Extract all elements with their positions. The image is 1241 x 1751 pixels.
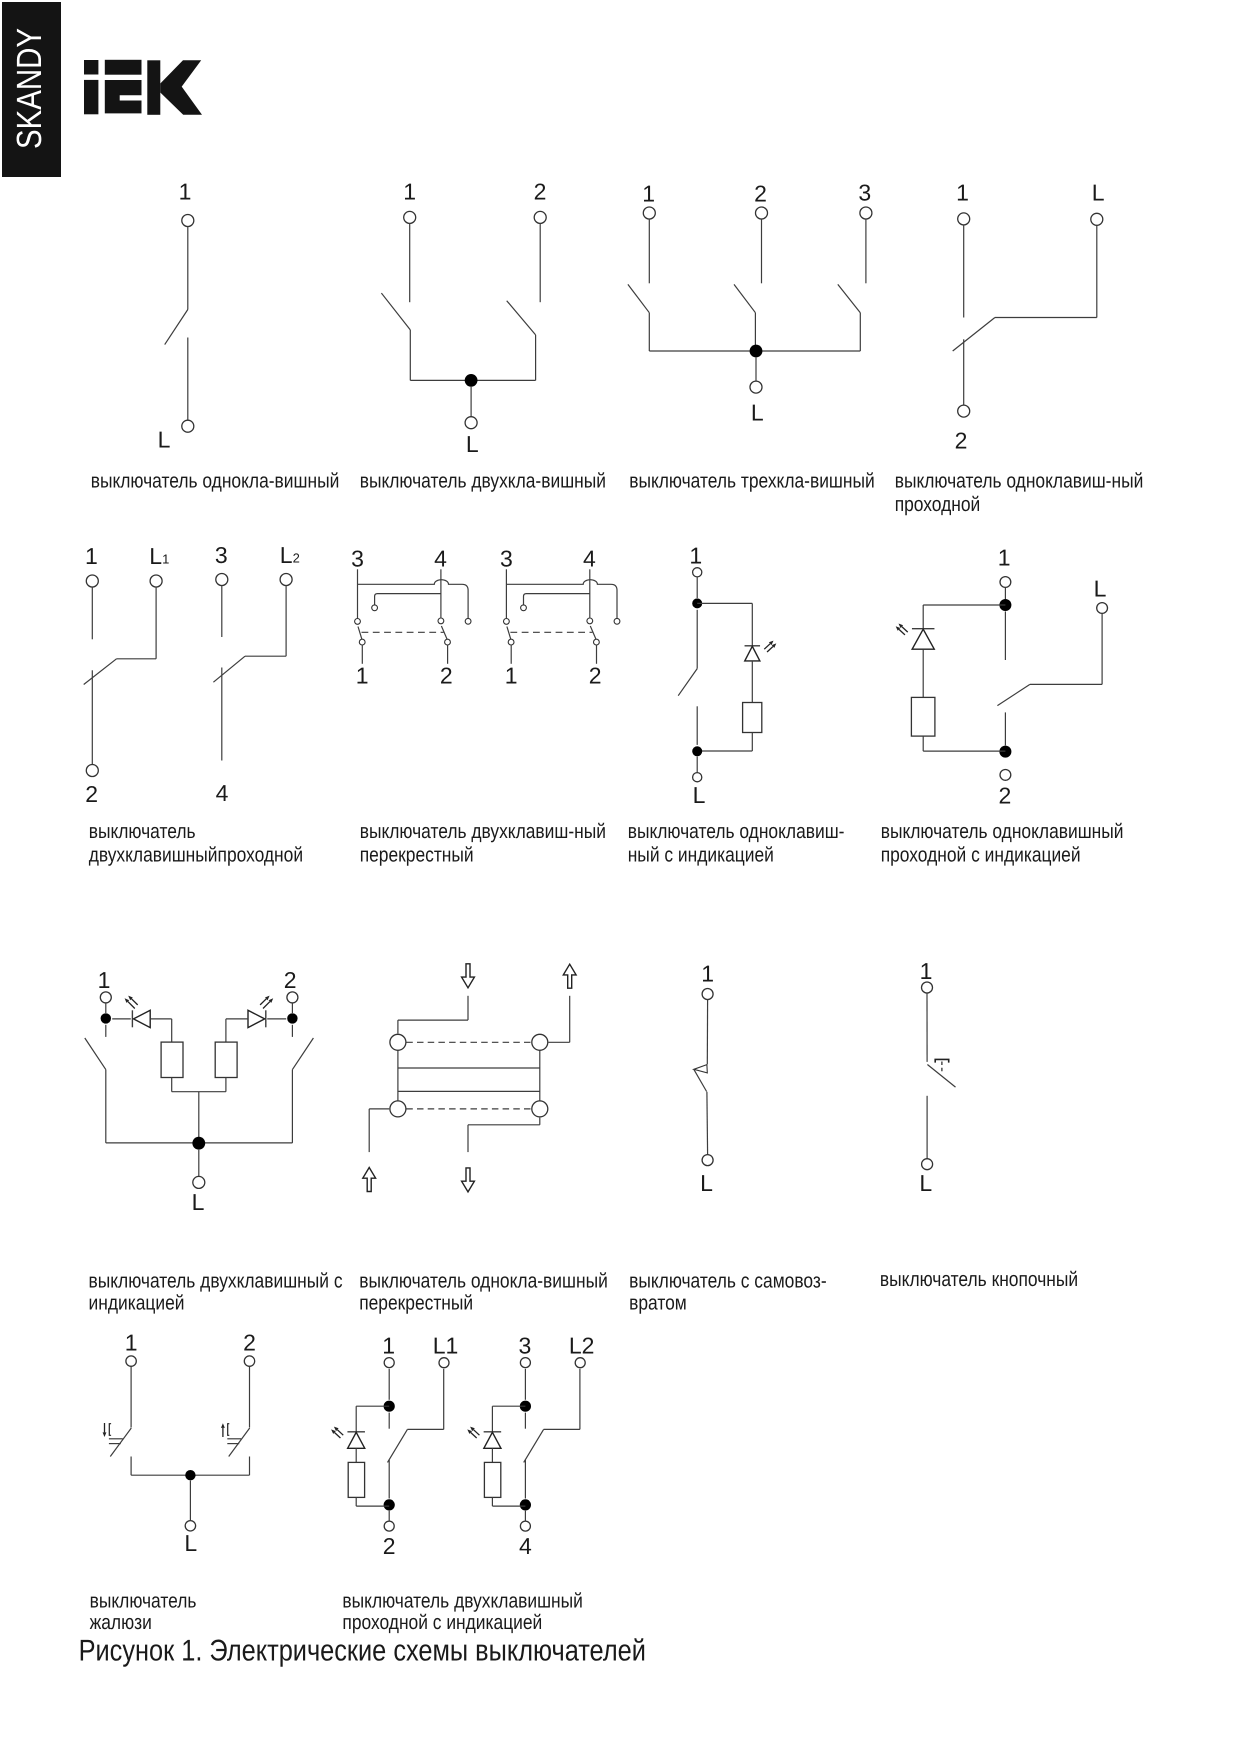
svg-text:1: 1 [382, 1333, 395, 1359]
svg-text:проходной с индикацией: проходной с индикацией [342, 1611, 542, 1634]
svg-text:1: 1 [642, 181, 655, 207]
svg-text:индикацией: индикацией [89, 1292, 185, 1315]
svg-text:проходной: проходной [895, 493, 981, 516]
svg-text:выключатель однокла-вишный: выключатель однокла-вишный [359, 1270, 608, 1293]
svg-text:1: 1 [920, 958, 933, 984]
svg-text:3: 3 [215, 542, 228, 568]
svg-text:3: 3 [519, 1333, 532, 1359]
svg-text:2: 2 [754, 181, 767, 207]
svg-text:выключатель однокла-вишный: выключатель однокла-вишный [91, 469, 340, 492]
svg-text:выключатель: выключатель [90, 1590, 197, 1613]
svg-text:L2: L2 [280, 542, 300, 568]
svg-text:L1: L1 [433, 1333, 459, 1359]
svg-text:2: 2 [999, 782, 1012, 808]
svg-text:4: 4 [583, 545, 596, 571]
svg-text:3: 3 [351, 545, 364, 571]
svg-text:перекрестный: перекрестный [359, 1292, 473, 1315]
svg-text:выключатель: выключатель [89, 820, 196, 843]
svg-text:1: 1 [125, 1330, 138, 1356]
svg-text:L: L [919, 1170, 932, 1196]
svg-text:3: 3 [858, 180, 871, 206]
svg-text:L: L [184, 1530, 197, 1556]
svg-text:L: L [1092, 179, 1105, 205]
svg-text:4: 4 [434, 545, 447, 571]
svg-text:4: 4 [216, 780, 229, 806]
svg-text:1: 1 [956, 179, 969, 205]
svg-text:выключатель одноклавиш-ный: выключатель одноклавиш-ный [895, 469, 1144, 492]
svg-text:выключатель одноклавишный: выключатель одноклавишный [881, 820, 1124, 843]
svg-text:1: 1 [689, 543, 702, 569]
svg-text:Рисунок 1. Электрические схемы: Рисунок 1. Электрические схемы выключате… [79, 1635, 646, 1668]
svg-text:3: 3 [500, 545, 513, 571]
svg-text:2: 2 [955, 428, 968, 454]
svg-text:1: 1 [998, 545, 1011, 571]
svg-text:выключатель кнопочный: выключатель кнопочный [880, 1268, 1078, 1291]
svg-text:L: L [693, 782, 706, 808]
svg-text:выключатель одноклавиш-: выключатель одноклавиш- [628, 820, 845, 843]
svg-text:4: 4 [519, 1533, 532, 1559]
svg-text:2: 2 [85, 781, 98, 807]
svg-text:перекрестный: перекрестный [360, 844, 474, 867]
svg-text:L: L [700, 1170, 713, 1196]
svg-text:L: L [192, 1189, 205, 1215]
svg-text:1: 1 [403, 179, 416, 205]
svg-text:2: 2 [243, 1330, 256, 1356]
svg-text:выключатель трехкла-вишный: выключатель трехкла-вишный [629, 469, 875, 492]
svg-text:проходной с индикацией: проходной с индикацией [881, 844, 1081, 867]
svg-text:1: 1 [356, 663, 369, 689]
svg-text:2: 2 [534, 179, 547, 205]
svg-text:L: L [1094, 576, 1107, 602]
svg-text:SKANDY: SKANDY [10, 28, 49, 149]
svg-text:ный с индикацией: ный с индикацией [628, 844, 774, 867]
svg-text:2: 2 [284, 967, 297, 993]
svg-text:L: L [158, 427, 171, 453]
svg-text:L1: L1 [149, 543, 169, 569]
svg-text:1: 1 [505, 663, 518, 689]
svg-text:вратом: вратом [629, 1292, 687, 1315]
svg-text:2: 2 [383, 1533, 396, 1559]
svg-text:выключатель двухклавишный с: выключатель двухклавишный с [89, 1270, 343, 1293]
svg-text:двухклавишныйпроходной: двухклавишныйпроходной [89, 844, 303, 867]
svg-text:жалюзи: жалюзи [90, 1611, 152, 1634]
svg-text:выключатель двухклавишный: выключатель двухклавишный [342, 1590, 583, 1613]
svg-text:выключатель двухклавиш-ный: выключатель двухклавиш-ный [360, 820, 606, 843]
svg-text:2: 2 [440, 663, 453, 689]
svg-text:выключатель с самовоз-: выключатель с самовоз- [629, 1270, 827, 1293]
svg-text:1: 1 [98, 967, 111, 993]
svg-text:1: 1 [85, 543, 98, 569]
svg-text:L2: L2 [569, 1333, 595, 1359]
svg-text:2: 2 [589, 663, 602, 689]
svg-text:1: 1 [179, 179, 192, 205]
svg-text:L: L [466, 431, 479, 457]
svg-text:1: 1 [701, 961, 714, 987]
svg-text:L: L [751, 400, 764, 426]
svg-text:выключатель двухкла-вишный: выключатель двухкла-вишный [360, 469, 606, 492]
